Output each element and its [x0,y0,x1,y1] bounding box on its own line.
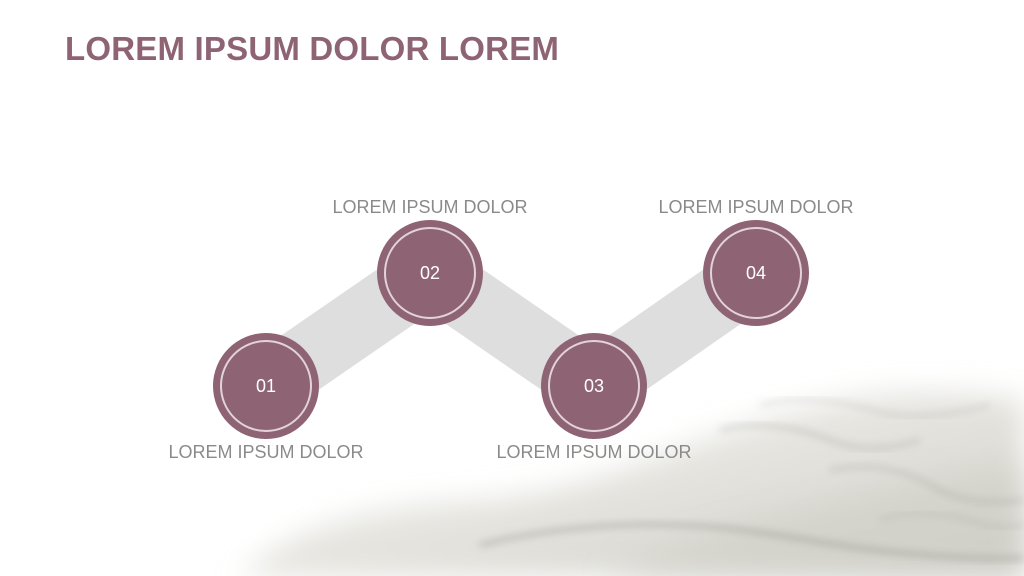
step-node-03: 03 [541,333,647,439]
zigzag-connector [247,232,775,427]
node-ring [384,227,476,319]
node-ring [548,340,640,432]
step-label-03: LOREM IPSUM DOLOR [496,442,692,462]
step-node-01: 01 [213,333,319,439]
step-number: 01 [255,376,277,396]
step-label-01: LOREM IPSUM DOLOR [168,442,364,462]
page-title: LOREM IPSUM DOLOR LOREM [65,30,560,67]
step-number: 02 [419,263,441,283]
step-node-02: 02 [377,220,483,326]
step-label-02: LOREM IPSUM DOLOR [332,197,528,217]
node-ring [710,227,802,319]
step-number: 04 [745,263,767,283]
node-ring [220,340,312,432]
step-label-04: LOREM IPSUM DOLOR [658,197,854,217]
step-node-04: 04 [703,220,809,326]
step-number: 03 [583,376,605,396]
